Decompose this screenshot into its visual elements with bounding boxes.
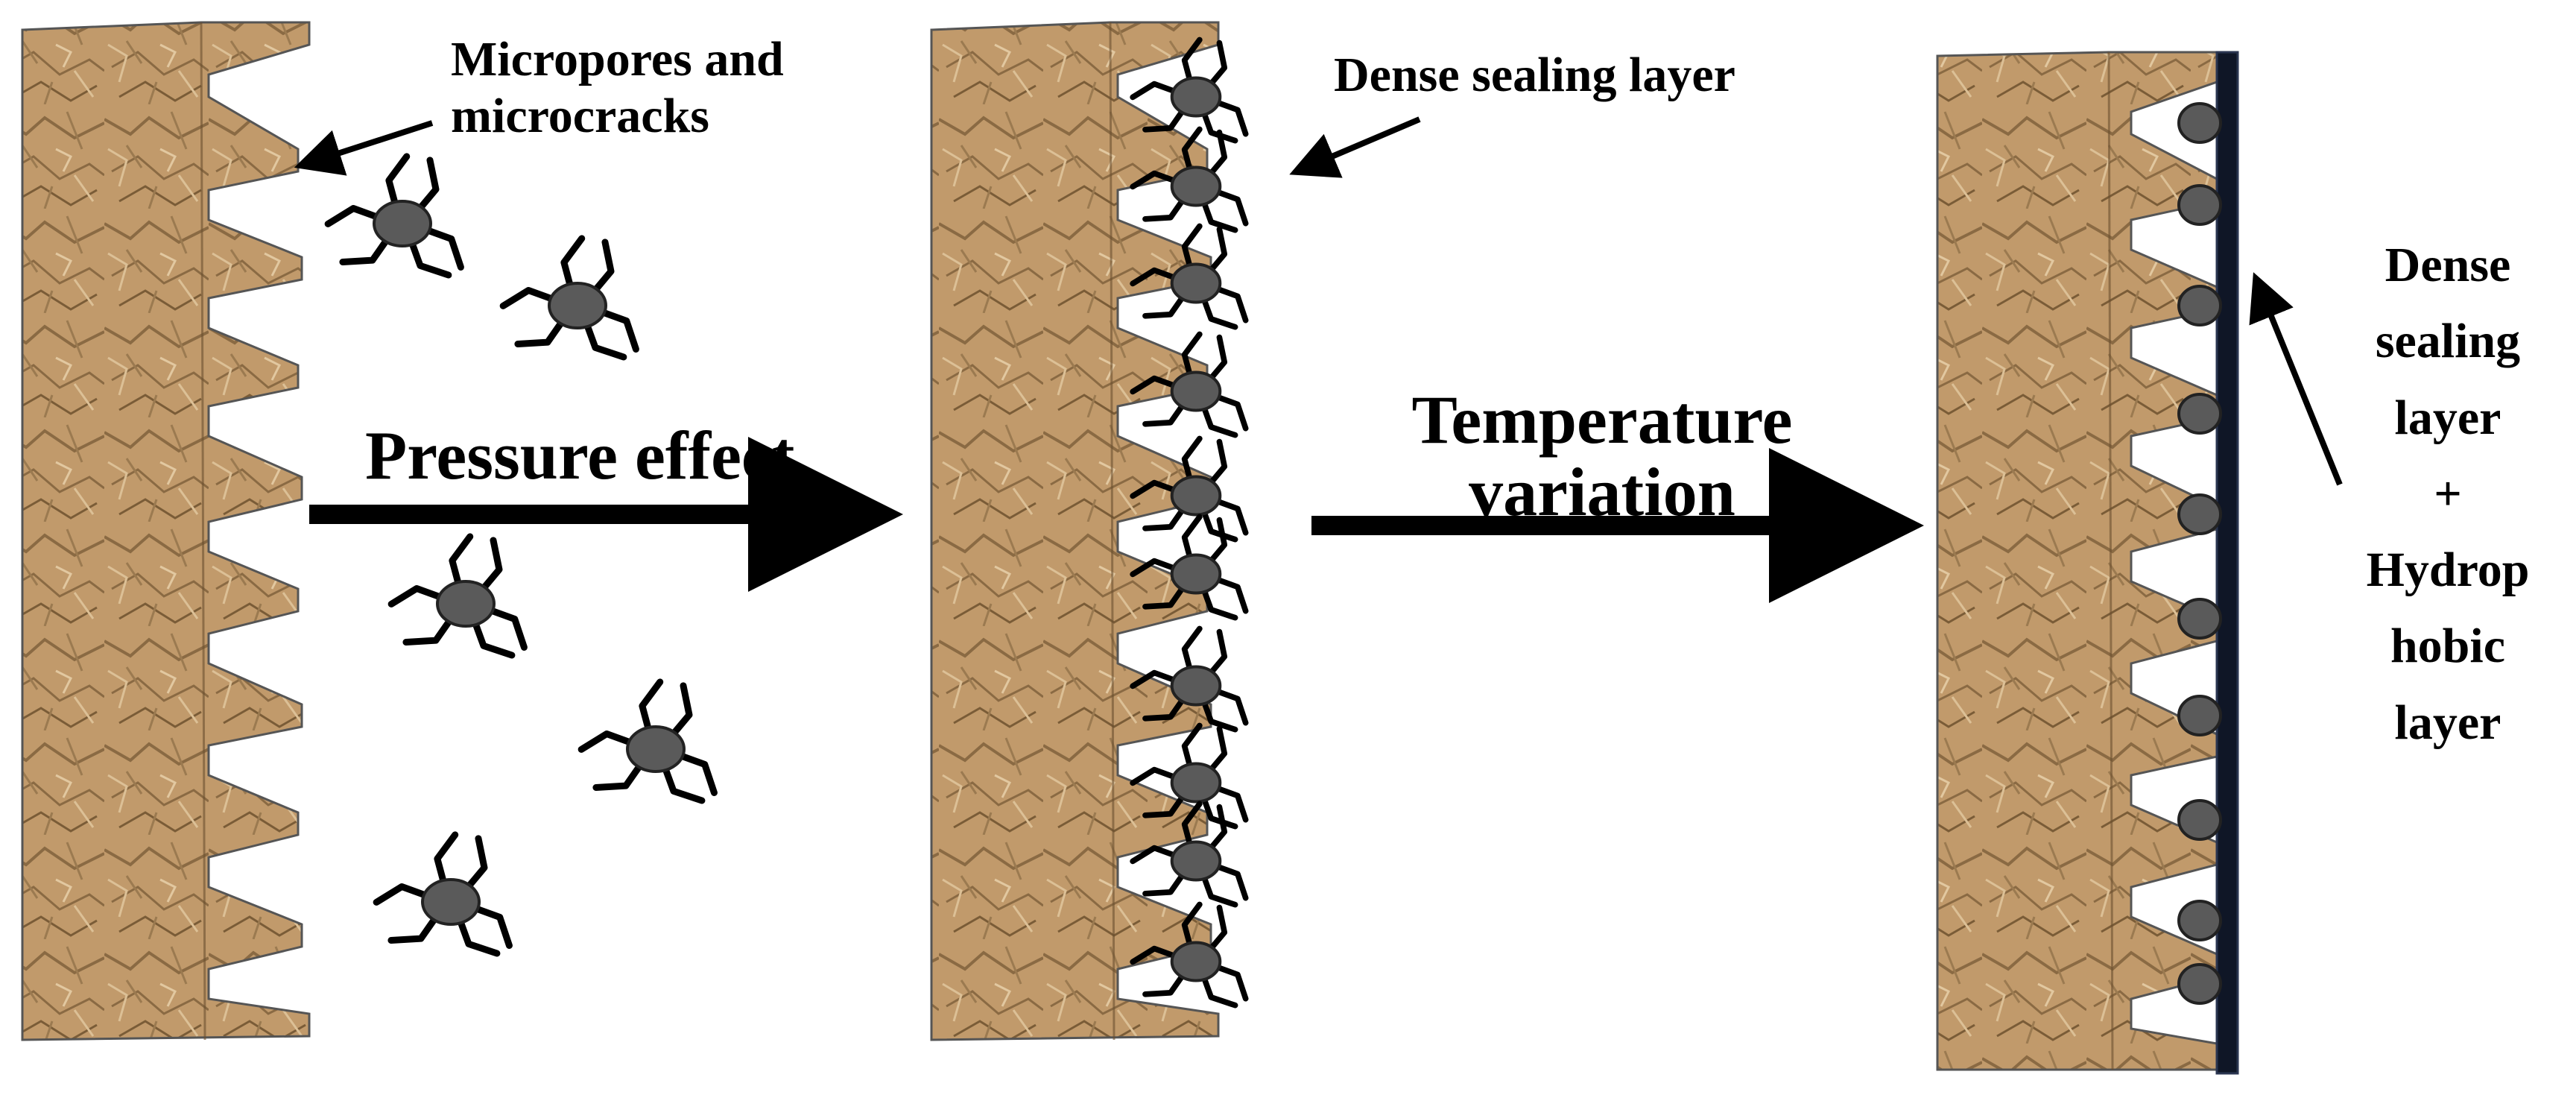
free-molecules-panel-1	[324, 153, 718, 957]
sealant-molecule-icon	[1130, 625, 1249, 733]
dense-sealing-layer-label: Dense sealing layer	[1334, 48, 1735, 102]
sealed-particle	[2177, 799, 2222, 841]
bound-molecules-panel-2	[1130, 37, 1249, 1009]
right-layer-label-line: hobic	[2390, 619, 2506, 674]
sealed-particles-panel-3	[2177, 102, 2222, 1005]
sealant-molecule-icon	[1130, 901, 1249, 1009]
right-layer-pointer-icon	[2249, 272, 2343, 486]
sealant-molecule-icon	[324, 153, 464, 279]
sealed-particle	[2177, 900, 2222, 941]
right-layer-label: Dense sealing layer + Hydrop hobic layer	[2336, 227, 2560, 761]
temperature-label-line-1: Temperature	[1411, 382, 1793, 458]
sealed-particle	[2177, 598, 2222, 640]
sealed-particle	[2177, 285, 2222, 326]
sealant-molecule-icon	[1130, 435, 1249, 543]
sealed-particle	[2177, 393, 2222, 435]
hydrophobic-layer	[2215, 51, 2239, 1075]
sealed-particle	[2177, 695, 2222, 736]
substrate-block-1	[21, 21, 311, 1041]
micropores-label: Micropores and microcracks	[451, 31, 784, 145]
temperature-variation-label: Temperature variation	[1386, 384, 1818, 528]
micropores-label-line-1: Micropores and	[451, 32, 784, 86]
sealant-molecule-icon	[1130, 801, 1249, 908]
sealed-particle	[2177, 184, 2222, 226]
sealant-molecule-icon	[1130, 514, 1249, 621]
sealed-particle	[2177, 963, 2222, 1005]
substrate-block-3	[1936, 51, 2218, 1071]
micropores-pointer-icon	[294, 120, 434, 176]
right-layer-label-line: layer	[2394, 390, 2501, 445]
pressure-effect-label: Pressure effect	[365, 417, 795, 493]
sealant-molecule-icon	[373, 831, 513, 957]
micropores-label-line-2: microcracks	[451, 88, 709, 143]
sealant-molecule-icon	[1130, 37, 1249, 144]
right-layer-label-line: Dense	[2384, 238, 2511, 292]
substrate-panel-3	[1936, 51, 2239, 1075]
sealant-molecule-icon	[1130, 223, 1249, 330]
sealant-molecule-icon	[387, 533, 528, 659]
temperature-label-line-2: variation	[1469, 453, 1735, 530]
sealant-molecule-icon	[1130, 331, 1249, 438]
sealant-molecule-icon	[1130, 126, 1249, 233]
sealed-particle	[2177, 493, 2222, 535]
right-layer-label-line: Hydrop	[2366, 543, 2530, 598]
sealant-molecule-icon	[499, 235, 639, 361]
sealed-particle	[2177, 102, 2222, 144]
sealant-molecule-icon	[1130, 722, 1249, 830]
right-layer-label-line: +	[2434, 466, 2462, 521]
right-layer-label-line: sealing	[2375, 314, 2521, 369]
right-layer-label-line: layer	[2394, 695, 2501, 750]
dense-layer-pointer-icon	[1289, 116, 1421, 178]
substrate-panel-1	[21, 21, 311, 1041]
sealant-molecule-icon	[577, 678, 718, 804]
